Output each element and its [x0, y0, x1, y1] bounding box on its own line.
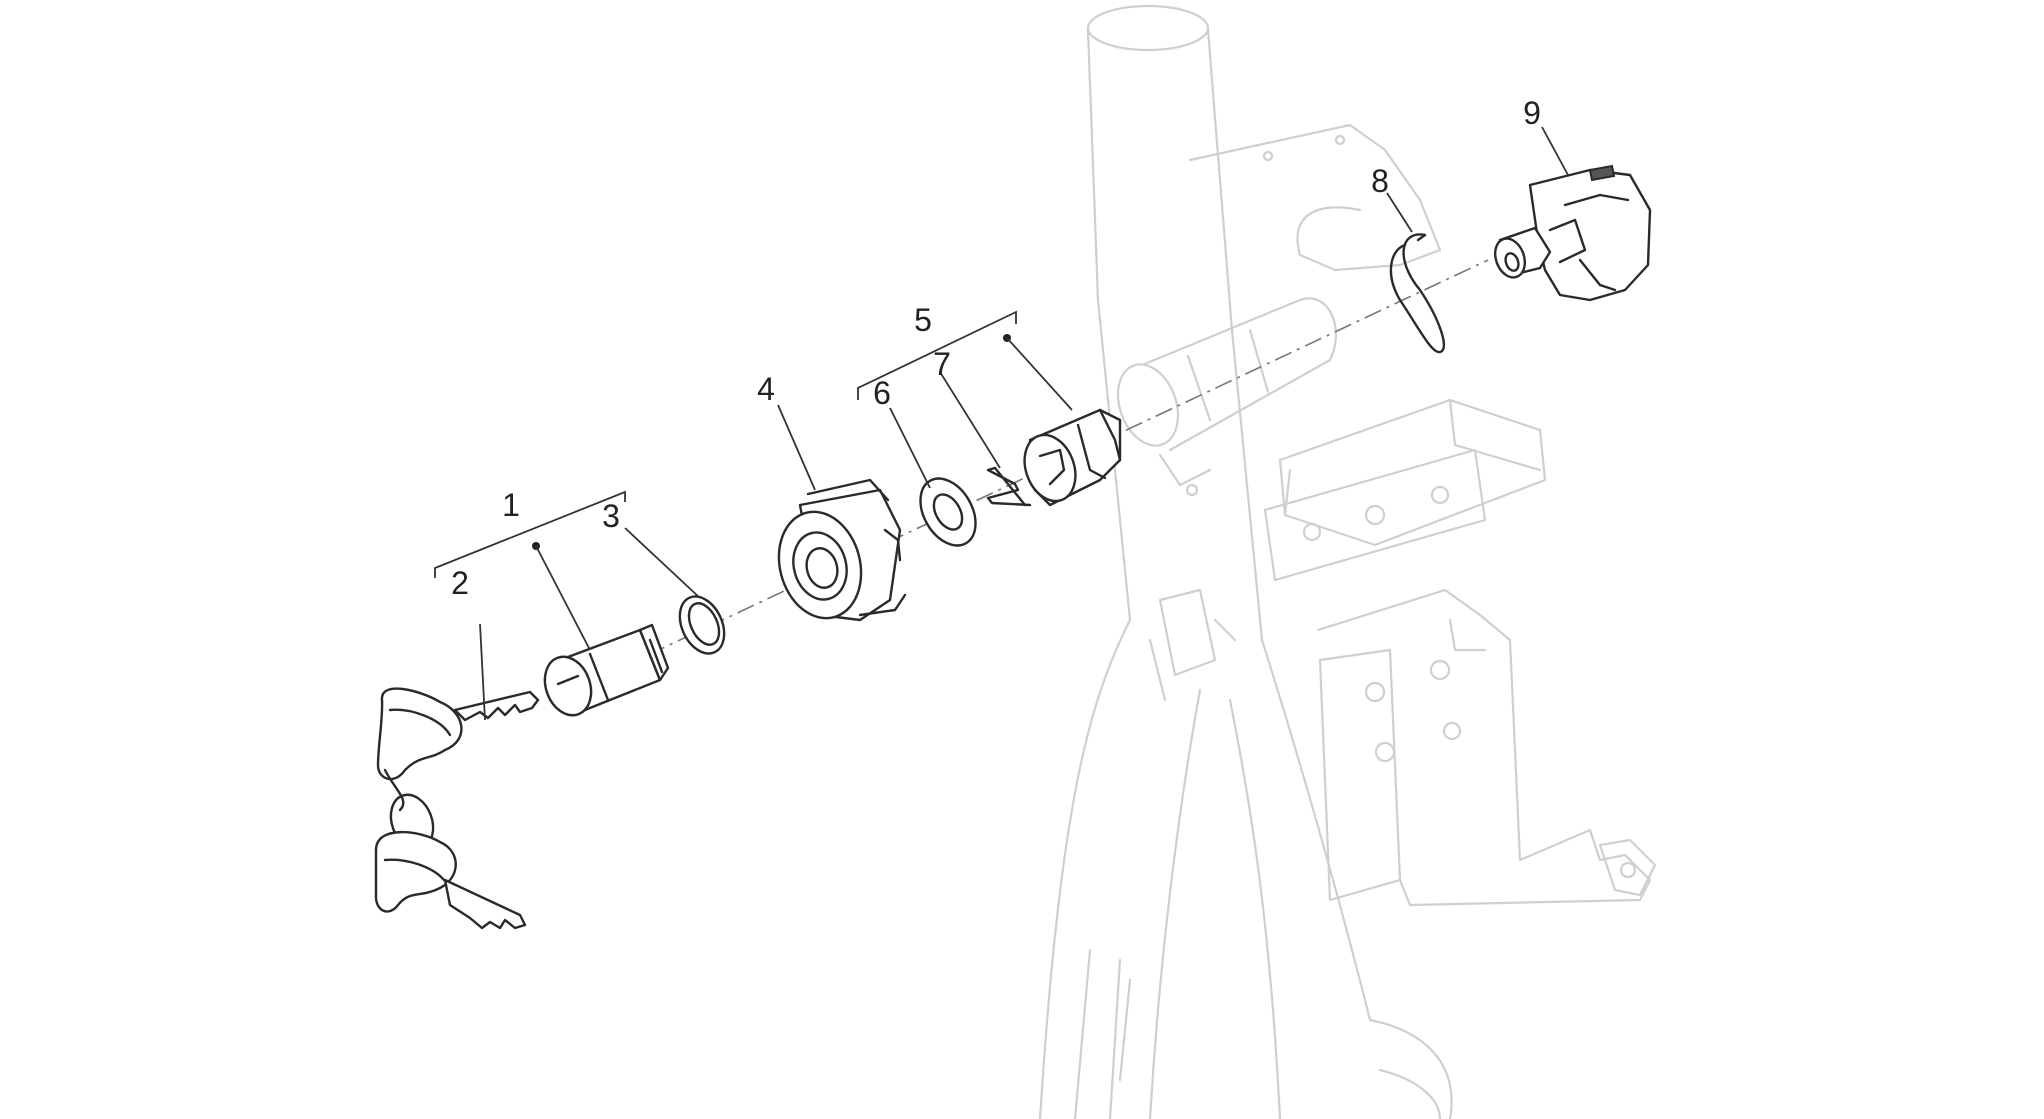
- leader-lines: [479, 126, 1569, 721]
- bracket-group-1: [434, 490, 626, 578]
- callout-8: 8: [1371, 163, 1389, 199]
- callout-7: 7: [933, 346, 951, 382]
- washer-part-6: [919, 477, 977, 547]
- wire-clip-part-8: [1389, 233, 1446, 354]
- o-ring-part-3: [678, 595, 726, 655]
- callout-9: 9: [1523, 95, 1541, 131]
- callout-2: 2: [451, 565, 469, 601]
- ignition-switch-part-9: [1493, 164, 1652, 302]
- rotor-part-5: [1023, 408, 1122, 507]
- callout-1: 1: [502, 487, 520, 523]
- callout-4: 4: [757, 371, 775, 407]
- callout-3: 3: [602, 498, 620, 534]
- frame-assembly: [1038, 4, 1657, 1119]
- bracket-group-5: [857, 310, 1017, 400]
- keys-part-2: [374, 687, 540, 930]
- callout-6: 6: [873, 375, 891, 411]
- lock-cylinder-part-1: [543, 623, 670, 717]
- callout-5: 5: [914, 302, 932, 338]
- lock-housing-part-4: [777, 478, 907, 622]
- spring-clip-part-7: [986, 466, 1032, 507]
